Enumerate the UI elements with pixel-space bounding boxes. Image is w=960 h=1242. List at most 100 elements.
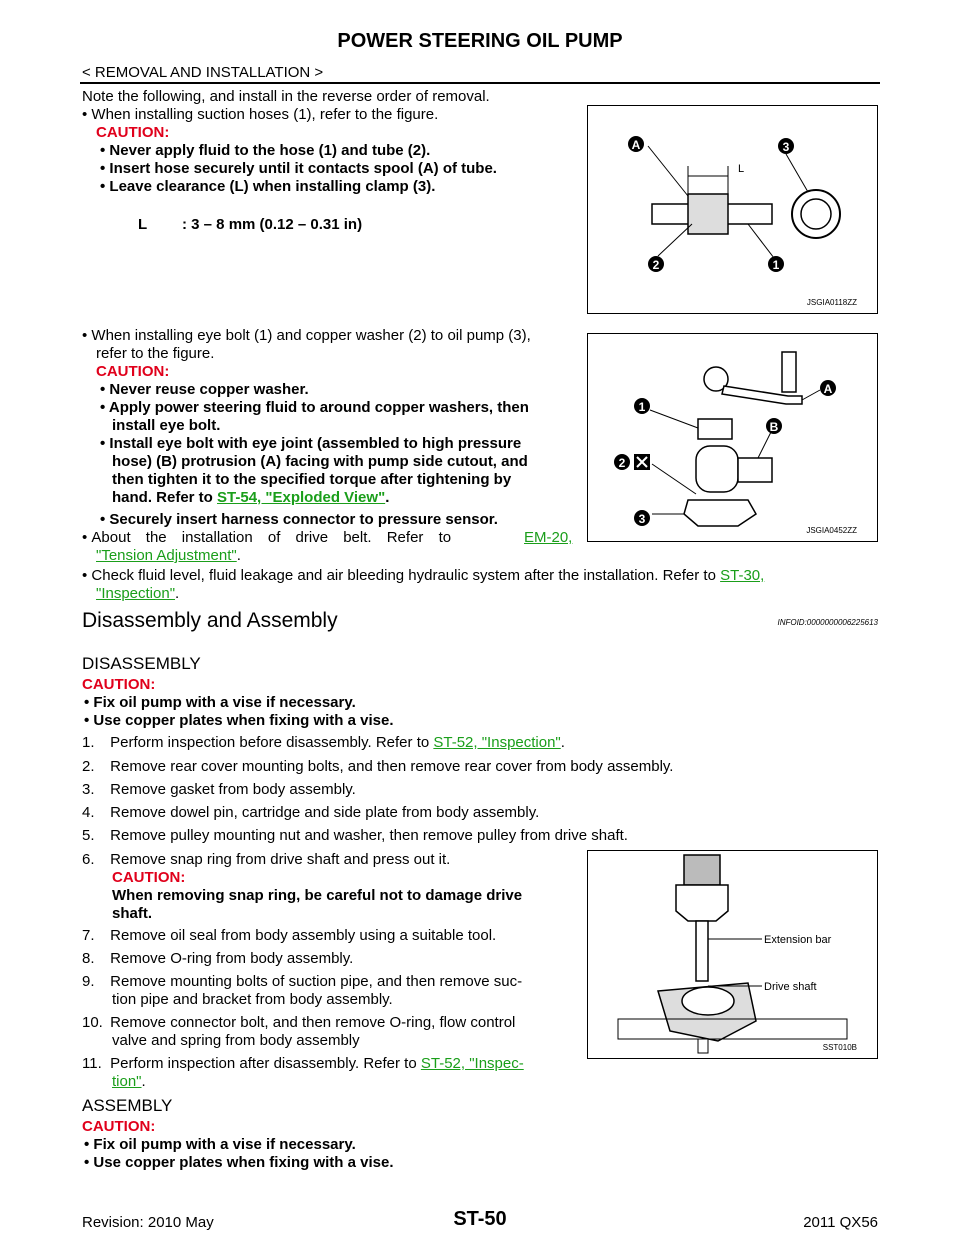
page-title: POWER STEERING OIL PUMP [337, 30, 623, 52]
step-number: 4. [82, 804, 95, 821]
assembly-caution-1: • Fix oil pump with a vise if necessary. [84, 1136, 356, 1153]
revision: Revision: 2010 May [82, 1214, 214, 1231]
install-bullet-3-end: . [236, 547, 241, 564]
assembly-caution: CAUTION: [82, 1118, 156, 1135]
drive-shaft-diagram: Extension bar Drive shaft [617, 854, 848, 1054]
step-text: Remove mounting bolts of suction pipe, a… [110, 973, 523, 990]
disassembly-title: DISASSEMBLY [82, 654, 201, 673]
install-bullet-1: • When installing suction hoses (1), ref… [82, 106, 439, 123]
install-bullet-1-text: When installing suction hoses (1), refer… [91, 106, 439, 123]
assembly-title: ASSEMBLY [82, 1096, 173, 1115]
step-text: Remove O-ring from body assembly. [110, 950, 354, 967]
caution-2-item-2-text: Apply power steering fluid to around cop… [108, 399, 529, 416]
figure-drive-shaft: Extension bar Drive shaft SST010B [587, 850, 878, 1059]
disassembly-caution-1-text: Fix oil pump with a vise if necessary. [93, 694, 356, 711]
inspection-before-link[interactable]: ST-52, "Inspection" [433, 734, 561, 751]
model: 2011 QX56 [803, 1214, 878, 1231]
step-text: Remove dowel pin, cartridge and side pla… [110, 804, 540, 821]
step-6-caution-line-1: When removing snap ring, be careful not … [112, 887, 523, 904]
caution-2-item-3-text: Install eye bolt with eye joint (assembl… [109, 435, 522, 452]
assembly-caution-2: • Use copper plates when fixing with a v… [84, 1154, 394, 1171]
inspection-after-link-1[interactable]: ST-52, "Inspec- [420, 1055, 524, 1072]
tension-adjustment-link-1[interactable]: EM-20, [524, 529, 573, 546]
callout-b-badge [766, 418, 782, 434]
eye-bolt-diagram: 1 2 3 A B [614, 351, 836, 527]
step-10: 10. Remove connector bolt, and then remo… [82, 1014, 515, 1032]
callout-a: A [824, 382, 833, 396]
caution-2-item-3-line3: then tighten it to the specified torque … [112, 471, 512, 488]
caution-2-item-3-line2: hose) (B) protrusion (A) facing with pum… [112, 453, 528, 470]
caution-1-item-1: • Never apply fluid to the hose (1) and … [100, 142, 431, 159]
step-6-caution: CAUTION: [112, 869, 186, 886]
step-number: 6. [82, 851, 95, 868]
install-bullet-4-end: . [175, 585, 180, 602]
step-number: 5. [82, 827, 95, 844]
step-10-cont: valve and spring from body assembly [112, 1032, 360, 1049]
info-id: INFOID:0000000006225613 [777, 618, 878, 627]
step-number: 10. [82, 1014, 103, 1031]
callout-2: 2 [619, 456, 626, 470]
callout-2-badge [614, 454, 630, 470]
install-bullet-2-text: When installing eye bolt (1) and copper … [91, 327, 531, 344]
disassembly-caution-2-text: Use copper plates when fixing with a vis… [93, 712, 394, 729]
step-2: 2. Remove rear cover mounting bolts, and… [82, 758, 673, 776]
caution-2-item-2-cont: install eye bolt. [112, 417, 221, 434]
install-bullet-3-cont: "Tension Adjustment". [96, 547, 241, 565]
inspection-link-2[interactable]: "Inspection" [96, 585, 176, 602]
figure-code: JSGIA0118ZZ [806, 298, 857, 307]
step-text: Remove pulley mounting nut and washer, t… [110, 827, 628, 844]
step-9-cont: tion pipe and bracket from body assembly… [112, 991, 393, 1008]
step-number: 3. [82, 781, 95, 798]
section-title: Disassembly and Assembly [82, 609, 338, 632]
page-number: ST-50 [453, 1208, 507, 1230]
callout-1-badge [768, 256, 784, 272]
caution-1-item-1-text: Never apply fluid to the hose (1) and tu… [109, 142, 431, 159]
install-bullet-4: • Check fluid level, fluid leakage and a… [82, 567, 765, 584]
inspection-link-1[interactable]: ST-30, [720, 567, 765, 584]
figure-code: SST010B [822, 1043, 857, 1052]
step-end: . [560, 734, 565, 751]
step-number: 9. [82, 973, 95, 990]
step-text: Remove snap ring from drive shaft and pr… [110, 851, 451, 868]
step-3: 3. Remove gasket from body assembly. [82, 781, 356, 799]
step-end: . [141, 1073, 146, 1090]
step-number: 11. [82, 1055, 102, 1072]
caution-2-item-3-end: . [385, 489, 390, 506]
caution-2-item-3-line4-text: hand. Refer to [112, 489, 218, 506]
callout-2-badge [648, 256, 664, 272]
inspection-after-link-2[interactable]: tion" [112, 1073, 142, 1090]
drive-shaft-label: Drive shaft [764, 981, 817, 993]
caution-2-item-3: • Install eye bolt with eye joint (assem… [100, 435, 522, 452]
install-bullet-3-text: About the installation of drive belt. Re… [91, 529, 452, 546]
install-bullet-4-text: Check fluid level, fluid leakage and air… [91, 567, 716, 584]
callout-a-badge [820, 380, 836, 396]
step-4: 4. Remove dowel pin, cartridge and side … [82, 804, 539, 822]
step-text: Perform inspection after disassembly. Re… [110, 1055, 421, 1072]
callout-3-badge [634, 510, 650, 526]
step-6: 6. Remove snap ring from drive shaft and… [82, 851, 450, 869]
caution-2-item-3-line4: hand. Refer to ST-54, "Exploded View". [112, 489, 389, 506]
step-number: 1. [82, 734, 95, 751]
figure-suction-hose: A 3 L 2 1 JSGIA0118ZZ [587, 105, 878, 314]
caution-1-item-3: • Leave clearance (L) when installing cl… [100, 178, 436, 195]
step-11: 11. Perform inspection after disassembly… [82, 1055, 524, 1073]
caution-2-item-4-text: Securely insert harness connector to pre… [109, 511, 498, 528]
step-text: Remove rear cover mounting bolts, and th… [110, 758, 674, 775]
exploded-view-link[interactable]: ST-54, "Exploded View" [217, 489, 386, 506]
install-intro: Note the following, and install in the r… [82, 88, 490, 105]
install-bullet-2: • When installing eye bolt (1) and coppe… [82, 327, 531, 344]
caution-1-item-2-text: Insert hose securely until it contacts s… [109, 160, 497, 177]
caution-label-2: CAUTION: [96, 363, 170, 380]
figure-eye-bolt: 1 2 3 A B JSGIA0452ZZ [587, 333, 878, 542]
disassembly-caution-1: • Fix oil pump with a vise if necessary. [84, 694, 356, 711]
caution-2-item-4: • Securely insert harness connector to p… [100, 511, 498, 528]
step-text: Remove gasket from body assembly. [110, 781, 356, 798]
step-text: Perform inspection before disassembly. R… [110, 734, 434, 751]
disassembly-caution-2: • Use copper plates when fixing with a v… [84, 712, 394, 729]
step-11-cont: tion". [112, 1073, 146, 1091]
tension-adjustment-link-2[interactable]: "Tension Adjustment" [96, 547, 237, 564]
caution-1-item-3-text: Leave clearance (L) when installing clam… [109, 178, 436, 195]
callout-l: L [738, 163, 744, 175]
assembly-caution-2-text: Use copper plates when fixing with a vis… [93, 1154, 394, 1171]
callout-2: 2 [653, 258, 660, 272]
